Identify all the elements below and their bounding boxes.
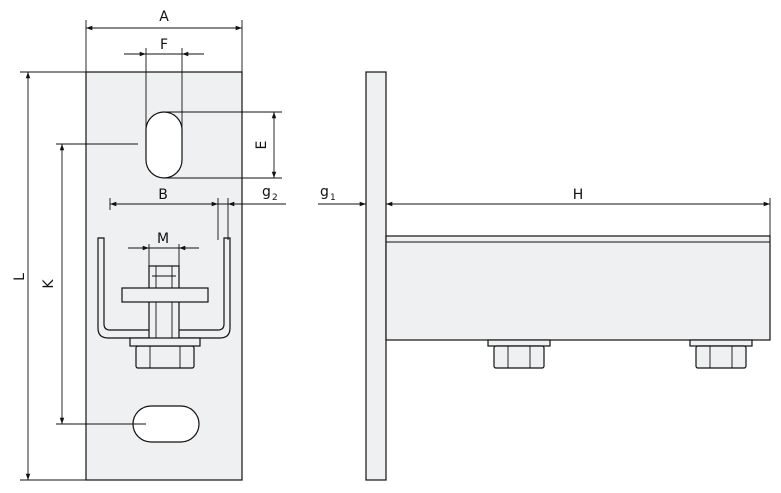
base-plate-side xyxy=(365,71,387,481)
label-g2: g xyxy=(262,184,271,200)
dimension-H: H xyxy=(385,187,771,236)
dimension-A: A xyxy=(85,9,243,72)
hex-nut-front xyxy=(135,345,195,369)
dimension-F: F xyxy=(124,37,204,140)
label-g1: g xyxy=(320,184,329,200)
label-H: H xyxy=(573,187,584,203)
side-view: g 1 H xyxy=(318,71,771,481)
label-B: B xyxy=(158,187,168,203)
channel-profile-side xyxy=(385,235,771,341)
dimension-g1: g 1 xyxy=(318,184,366,207)
hex-nut-side-2 xyxy=(689,339,753,369)
threaded-rod xyxy=(148,265,180,345)
label-M: M xyxy=(157,231,169,247)
label-g1-subscript: 1 xyxy=(330,193,336,203)
label-F: F xyxy=(160,37,168,53)
front-view: A F E B g 2 xyxy=(12,9,286,481)
channel-nut-plate xyxy=(121,287,209,303)
hex-nut-side-1 xyxy=(487,339,551,369)
label-A: A xyxy=(159,9,169,25)
label-g2-subscript: 2 xyxy=(272,193,278,203)
u-channel xyxy=(97,237,231,339)
dimension-g2: g 2 xyxy=(218,184,286,240)
dimension-M: M xyxy=(128,231,199,268)
label-E: E xyxy=(254,141,270,150)
dimension-K: K xyxy=(41,143,146,425)
dimension-L: L xyxy=(12,71,86,481)
upper-slot xyxy=(145,111,183,179)
washer-front xyxy=(129,337,201,347)
label-L: L xyxy=(12,273,28,281)
dimension-E: E xyxy=(164,111,282,179)
dimension-B: B xyxy=(109,187,219,240)
label-K: K xyxy=(41,279,57,289)
